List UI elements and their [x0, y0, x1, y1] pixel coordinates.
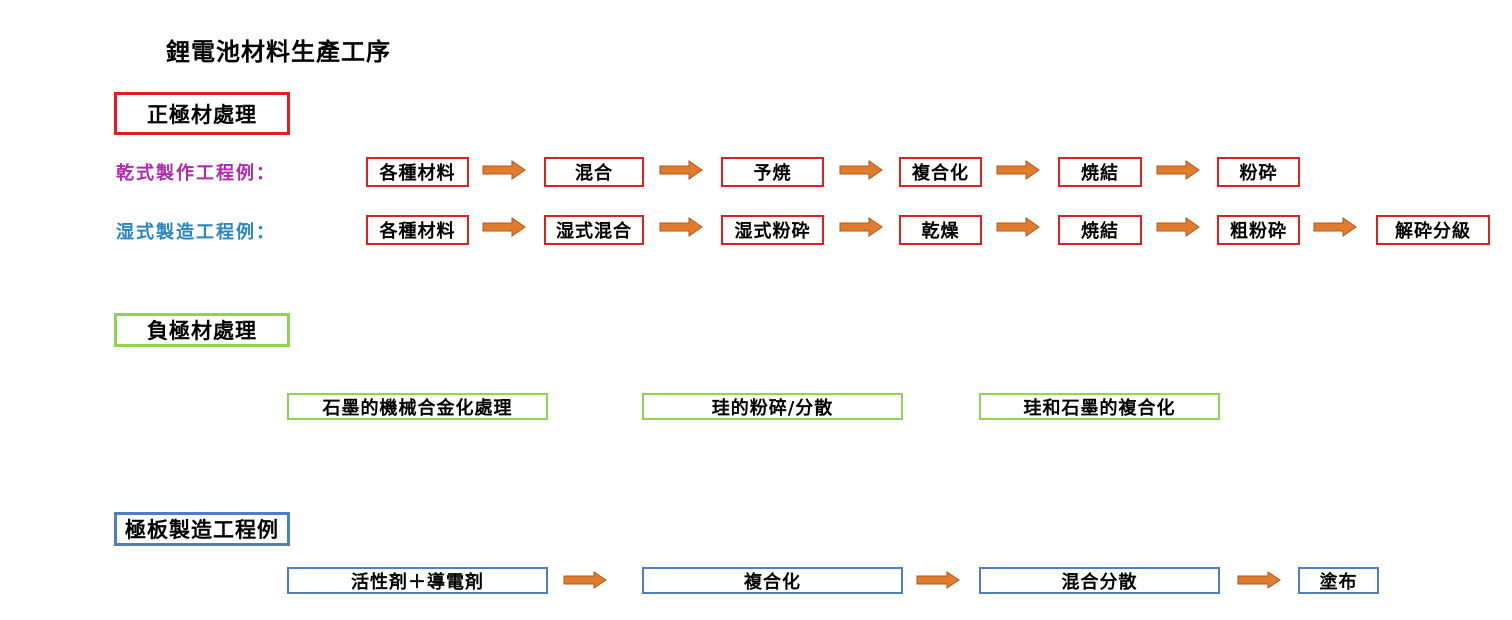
electrode-step-box: 活性剤＋導電剤 — [287, 567, 548, 594]
right-arrow-icon — [839, 217, 883, 237]
anode-step-box: 珪的粉碎/分散 — [642, 393, 903, 420]
wet-step-box: 焼結 — [1058, 215, 1142, 245]
right-arrow-icon — [1313, 217, 1357, 237]
wet-step-box: 湿式粉砕 — [721, 215, 824, 245]
dry-step-box: 粉砕 — [1217, 157, 1300, 187]
dry-step-box: 焼結 — [1058, 157, 1142, 187]
right-arrow-icon — [839, 160, 883, 180]
diagram-title: 鋰電池材料生產工序 — [166, 38, 391, 66]
right-arrow-icon — [482, 217, 526, 237]
right-arrow-icon — [563, 571, 607, 589]
electrode-step-box: 複合化 — [642, 567, 903, 594]
cathode-header: 正極材處理 — [114, 92, 290, 135]
wet-step-box: 湿式混合 — [544, 215, 644, 245]
electrode-step-box: 塗布 — [1298, 567, 1379, 594]
right-arrow-icon — [916, 571, 960, 589]
electrode-step-box: 混合分散 — [979, 567, 1220, 594]
dry-step-box: 混合 — [544, 157, 644, 187]
dry-step-box: 予焼 — [721, 157, 824, 187]
wet-step-box: 乾燥 — [899, 215, 982, 245]
dry-process-label: 乾式製作工程例： — [116, 163, 276, 184]
right-arrow-icon — [996, 217, 1040, 237]
anode-header: 負極材處理 — [114, 313, 290, 347]
anode-step-box: 石墨的機械合金化處理 — [287, 393, 548, 420]
wet-process-label: 湿式製造工程例： — [116, 222, 276, 243]
right-arrow-icon — [482, 160, 526, 180]
right-arrow-icon — [1156, 217, 1200, 237]
right-arrow-icon — [1237, 571, 1281, 589]
dry-step-box: 複合化 — [899, 157, 982, 187]
wet-step-box: 各種材料 — [366, 215, 469, 245]
right-arrow-icon — [1156, 160, 1200, 180]
anode-step-box: 珪和石墨的複合化 — [979, 393, 1220, 420]
wet-step-box: 粗粉砕 — [1217, 215, 1300, 245]
wet-step-box: 解砕分級 — [1376, 215, 1490, 245]
electrode-header: 極板製造工程例 — [114, 512, 290, 546]
right-arrow-icon — [659, 217, 703, 237]
right-arrow-icon — [659, 160, 703, 180]
dry-step-box: 各種材料 — [366, 157, 469, 187]
right-arrow-icon — [996, 160, 1040, 180]
